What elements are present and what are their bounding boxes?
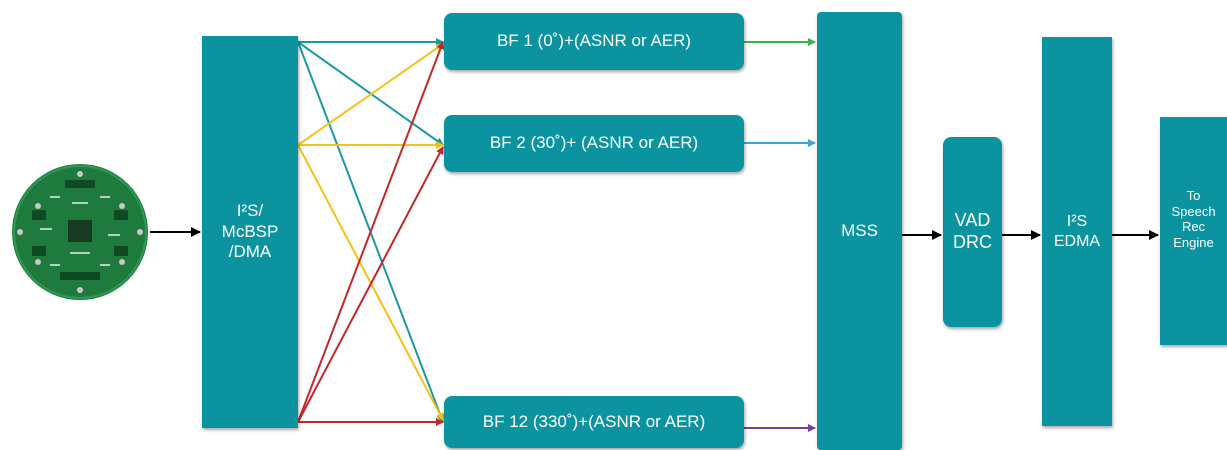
i2s-mcbsp-dma-label: I²S/ McBSP /DMA — [221, 201, 279, 262]
beamformer-1-block: BF 1 (0˚)+(ASNR or AER) — [444, 13, 744, 70]
speech-rec-engine-block: To Speech Rec Engine — [1160, 117, 1227, 345]
beamformer-12-label: BF 12 (330˚)+(ASNR or AER) — [482, 411, 706, 431]
vad-drc-label: VAD DRC — [953, 210, 992, 252]
vad-drc-block: VAD DRC — [943, 137, 1002, 327]
i2s-edma-label: I²S EDMA — [1053, 213, 1101, 250]
mss-block: MSS — [817, 12, 902, 450]
i2s-edma-block: I²S EDMA — [1042, 37, 1112, 426]
red-connections — [297, 41, 445, 426]
beamformer-2-label: BF 2 (30˚)+ (ASNR or AER) — [489, 133, 699, 153]
red-line-bf1 — [297, 41, 445, 423]
red-line-bf2 — [297, 146, 444, 423]
beamformer-2-block: BF 2 (30˚)+ (ASNR or AER) — [444, 115, 744, 172]
yellow-line-bf1 — [297, 43, 444, 146]
mic-array-board-icon — [12, 164, 148, 300]
beamformer-12-block: BF 12 (330˚)+(ASNR or AER) — [444, 396, 744, 448]
beamformer-1-label: BF 1 (0˚)+(ASNR or AER) — [496, 31, 692, 51]
i2s-mcbsp-dma-block: I²S/ McBSP /DMA — [202, 36, 298, 428]
speech-rec-engine-label: To Speech Rec Engine — [1171, 188, 1216, 250]
mss-label: MSS — [841, 220, 878, 240]
